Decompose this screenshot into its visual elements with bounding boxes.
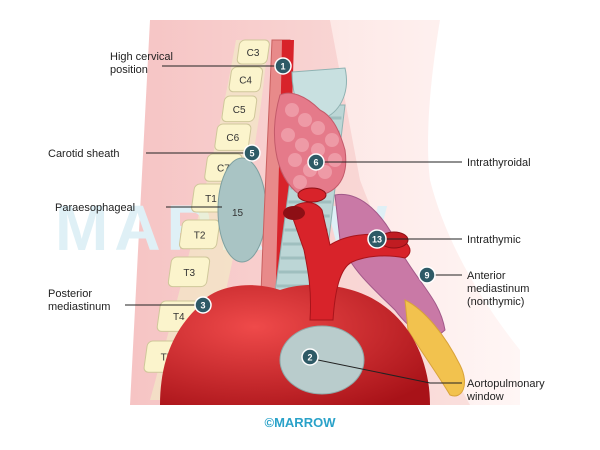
thyroid-lobule [285,103,299,117]
label-posterior-mediastinum-line2: mediastinum [48,301,110,313]
leader-lines [125,65,462,384]
label-paraesophageal: Paraesophageal [55,202,135,214]
thyroid-lobule [325,133,339,147]
brand-logo: ©MARROW [265,415,337,430]
badge-aortopulmonary-number: 2 [307,353,312,363]
thyroid-gland [274,92,347,197]
region-number: 15 [232,208,244,219]
badge-carotid-sheath-number: 5 [249,149,254,159]
vertebra-label: T3 [183,268,195,279]
label-carotid-sheath: Carotid sheath [48,148,120,160]
vertebra-c4: C4 [228,66,264,93]
badge-high-cervical: 1 [274,57,292,75]
label-high-cervical-line2: position [110,64,148,76]
aortic-arch [283,187,411,321]
vertebra-t2: T2 [178,219,220,250]
vertebra-label: T1 [205,194,217,205]
badge-intrathyroidal-number: 6 [313,158,318,168]
vertebra-label: C7 [217,164,230,175]
label-intrathyroidal: Intrathyroidal [467,157,531,169]
thyroid-lobule [328,153,342,167]
vertebra-c5: C5 [221,95,258,123]
badge-carotid-sheath: 5 [243,144,261,162]
badge-posterior-mediastinum: 3 [194,296,212,314]
neck-skin-front [330,20,520,405]
badge-anterior-mediastinum: 9 [418,266,436,284]
vertebra-c3: C3 [236,39,270,65]
anterior-fat [404,299,465,397]
thyroid-lobule [311,121,325,135]
badge-high-cervical-number: 1 [280,62,285,72]
vertebra-label: C4 [239,75,252,86]
label-aortopulmonary-line2: window [466,391,504,403]
label-anterior-mediastinum-line1: Anterior [467,270,506,282]
thymus [334,193,446,337]
badge-posterior-mediastinum-number: 3 [200,301,205,311]
label-anterior-mediastinum-line3: (nonthymic) [467,296,524,308]
thyroid-lobule [293,175,307,189]
vertebra-label: T4 [173,312,185,323]
thyroid-lobule [298,113,312,127]
badge-intrathyroidal: 6 [307,153,325,171]
aortopulmonary-region [279,325,365,395]
label-high-cervical-line1: High cervical [110,51,173,63]
label-anterior-mediastinum-line2: mediastinum [467,283,529,295]
label-aortopulmonary-line1: Aortopulmonary [467,378,545,390]
vertebra-t3: T3 [167,256,211,288]
badge-intrathymic-number: 13 [372,235,382,245]
badge-intrathymic: 13 [367,229,387,249]
thyroid-lobule [295,138,309,152]
vertebra-label: C3 [247,48,260,59]
label-posterior-mediastinum-line1: Posterior [48,288,92,300]
thyroid-lobule [281,128,295,142]
badge-aortopulmonary: 2 [301,348,319,366]
vertebra-c6: C6 [214,123,252,151]
vertebra-label: C5 [233,105,246,116]
badge-anterior-mediastinum-number: 9 [424,271,429,281]
vertebra-label: T2 [194,230,206,241]
thyroid-lobule [288,153,302,167]
vertebra-label: C6 [226,133,239,144]
label-intrathymic: Intrathymic [467,234,521,246]
